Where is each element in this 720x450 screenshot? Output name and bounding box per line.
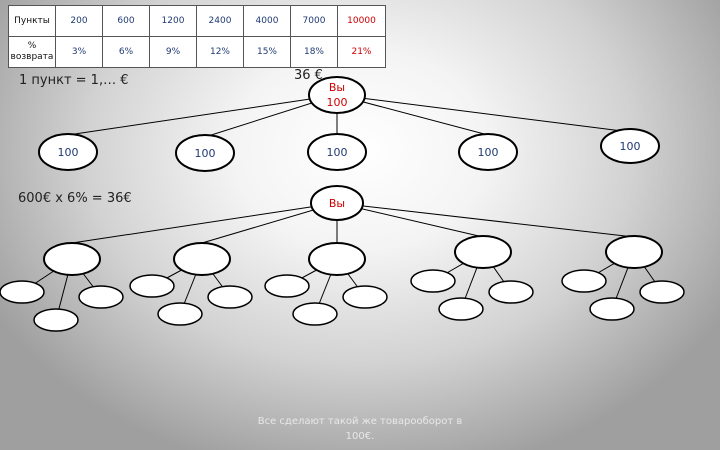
connector-line (336, 94, 631, 133)
node-child (307, 133, 367, 171)
node-level2 (410, 269, 456, 293)
node-level2 (589, 297, 635, 321)
node-level1 (173, 242, 231, 276)
node-level2 (639, 280, 685, 304)
percent-cell: 21% (337, 36, 386, 68)
connector-line (71, 202, 338, 244)
connector-line (336, 202, 635, 238)
node-level1 (454, 235, 512, 269)
node-child-value: 100 (195, 147, 216, 160)
node-level1 (605, 235, 663, 269)
points-table: Пункты 200 600 1200 2400 4000 7000 10000… (8, 5, 386, 68)
node-level2 (342, 285, 388, 309)
footer-note: Все сделают такой же товарооборот в 100€… (257, 416, 463, 442)
node-level2 (488, 280, 534, 304)
node-child (175, 134, 235, 172)
node-child-value: 100 (478, 146, 499, 159)
node-you-top (308, 76, 366, 114)
node-level2 (207, 285, 253, 309)
node-level2 (438, 297, 484, 321)
percent-row: % возврата 3% 6% 9% 12% 15% 18% 21% (8, 36, 386, 68)
node-level2 (292, 302, 338, 326)
percent-cell: 9% (149, 36, 197, 68)
node-you-bottom-label: Вы (329, 197, 345, 210)
node-level1 (43, 242, 101, 276)
points-row: Пункты 200 600 1200 2400 4000 7000 10000 (8, 5, 386, 37)
points-cell: 7000 (290, 5, 338, 37)
percent-cell: 12% (196, 36, 244, 68)
points-cell: 2400 (196, 5, 244, 37)
node-you-value: 100 (327, 96, 348, 109)
points-cell: 10000 (337, 5, 386, 37)
node-you-bottom (310, 185, 364, 221)
node-child (600, 128, 660, 164)
node-level2 (561, 269, 607, 293)
formula-calculation: 600€ x 6% = 36€ (18, 191, 132, 206)
node-level1 (308, 242, 366, 276)
points-cell: 4000 (243, 5, 291, 37)
node-level2 (0, 280, 45, 304)
connector-line (67, 94, 338, 136)
bonus-amount: 36 € (294, 68, 323, 83)
node-child (458, 133, 518, 171)
node-child-value: 100 (327, 146, 348, 159)
node-level2 (264, 274, 310, 298)
node-child-value: 100 (58, 146, 79, 159)
node-child (38, 133, 98, 171)
percent-cell: 18% (290, 36, 338, 68)
node-level2 (129, 274, 175, 298)
node-level2 (157, 302, 203, 326)
formula-point-value: 1 пункт = 1,… € (19, 73, 129, 88)
node-you-label: Вы (329, 81, 345, 94)
node-child-value: 100 (620, 140, 641, 153)
percent-cell: 15% (243, 36, 291, 68)
points-header: Пункты (8, 5, 56, 37)
node-level2 (78, 285, 124, 309)
node-level2 (33, 308, 79, 332)
